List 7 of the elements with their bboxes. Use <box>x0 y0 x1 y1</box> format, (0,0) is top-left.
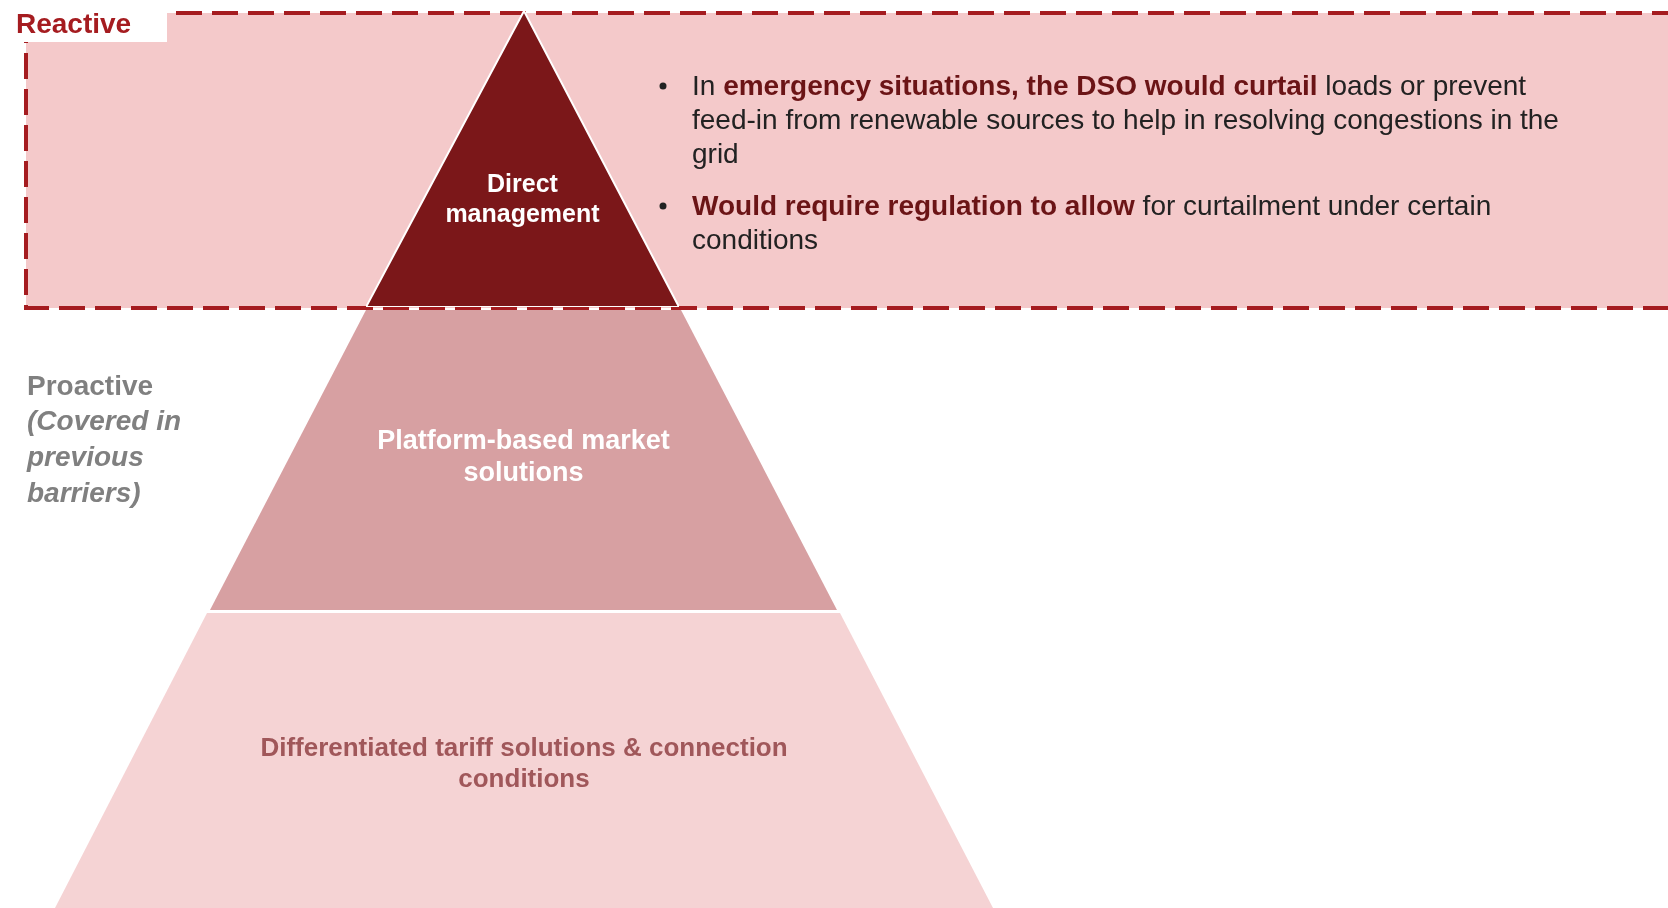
bullet-text: Would require regulation to allow for curtailment under certain conditions <box>692 190 1492 255</box>
tier-label: Differentiated tariff solutions & connection conditions <box>259 732 789 795</box>
side-label: (Covered in previous barriers) <box>27 404 183 510</box>
bullet-text: In emergency situations, the DSO would curtail loads or prevent feed-in from renewable sources to help in resolving congestions in the grid <box>692 70 1559 169</box>
tier-label: Direct management <box>444 168 601 228</box>
tier-label: Platform-based market solutions <box>376 424 671 489</box>
side-label: Proactive <box>27 369 155 403</box>
